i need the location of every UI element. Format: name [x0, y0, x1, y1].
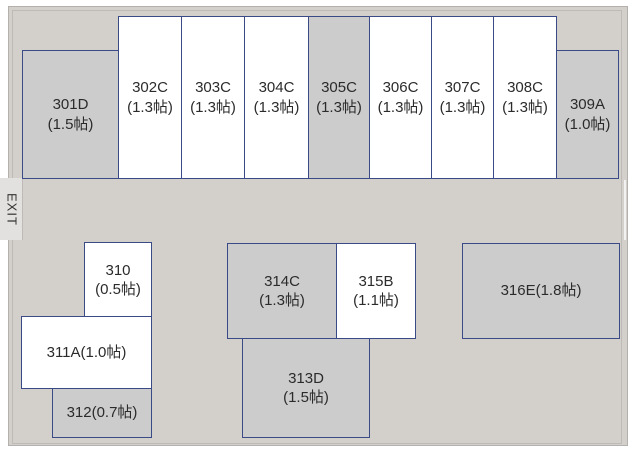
room-306C[interactable]: 306C (1.3帖) [369, 16, 432, 179]
room-304C[interactable]: 304C (1.3帖) [244, 16, 309, 179]
exit-label: EXIT [4, 192, 20, 226]
room-304C-size: (1.3帖) [253, 98, 300, 116]
room-302C-size: (1.3帖) [127, 98, 173, 116]
right-wall-opening [624, 180, 626, 240]
room-310[interactable]: 310 (0.5帖) [84, 242, 152, 318]
room-305C-number: 305C [321, 79, 357, 96]
room-314C[interactable]: 314C (1.3帖) [227, 243, 337, 339]
room-305C[interactable]: 305C (1.3帖) [308, 16, 370, 179]
room-313D-size: (1.5帖) [283, 389, 329, 406]
room-312[interactable]: 312(0.7帖) [52, 387, 152, 438]
room-314C-size: (1.3帖) [259, 292, 305, 309]
room-306C-number: 306C [382, 79, 419, 96]
room-313D-number: 313D [288, 369, 324, 387]
room-302C[interactable]: 302C (1.3帖) [118, 16, 182, 179]
room-316E[interactable]: 316E(1.8帖) [462, 243, 620, 339]
room-315B[interactable]: 315B (1.1帖) [336, 243, 416, 339]
room-312-label: 312(0.7帖) [66, 403, 138, 421]
room-309A-size: (1.0帖) [564, 115, 611, 133]
room-307C[interactable]: 307C (1.3帖) [431, 16, 494, 179]
room-305C-size: (1.3帖) [316, 98, 362, 116]
room-301D-size: (1.5帖) [47, 115, 94, 133]
room-303C-number: 303C [195, 79, 231, 96]
room-307C-number: 307C [444, 79, 481, 96]
room-310-size: (0.5帖) [95, 281, 141, 298]
room-303C-size: (1.3帖) [190, 98, 236, 116]
room-310-number: 310 [105, 261, 131, 279]
room-308C[interactable]: 308C (1.3帖) [493, 16, 557, 179]
room-316E-label: 316E(1.8帖) [500, 282, 582, 300]
room-303C[interactable]: 303C (1.3帖) [181, 16, 245, 179]
room-311A-label: 311A(1.0帖) [46, 343, 127, 361]
room-314C-number: 314C [264, 272, 300, 290]
room-301D-number: 301D [52, 96, 89, 113]
room-311A[interactable]: 311A(1.0帖) [21, 316, 152, 389]
room-315B-number: 315B [358, 272, 394, 290]
room-309A[interactable]: 309A (1.0帖) [556, 50, 619, 179]
room-304C-number: 304C [258, 79, 295, 96]
room-308C-size: (1.3帖) [502, 98, 548, 116]
room-301D[interactable]: 301D (1.5帖) [22, 50, 119, 179]
room-309A-number: 309A [569, 96, 606, 113]
room-308C-number: 308C [507, 79, 543, 96]
room-306C-size: (1.3帖) [377, 98, 424, 116]
room-315B-size: (1.1帖) [353, 292, 399, 309]
room-313D[interactable]: 313D (1.5帖) [242, 338, 370, 438]
room-302C-number: 302C [132, 79, 168, 96]
exit-door [0, 178, 23, 240]
room-307C-size: (1.3帖) [439, 98, 486, 116]
